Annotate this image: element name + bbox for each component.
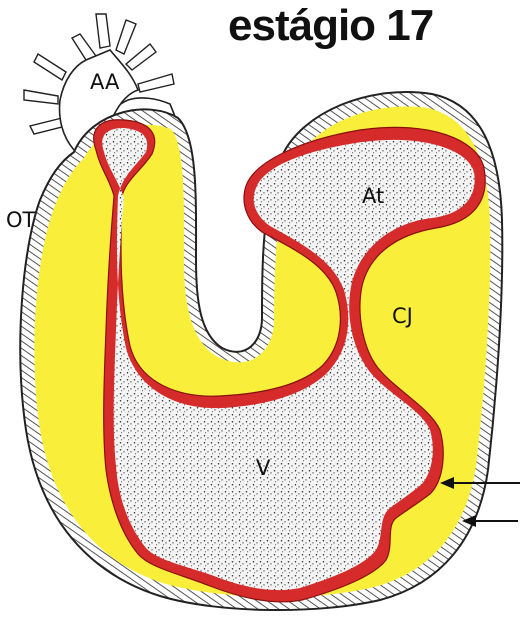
label-cj: CJ bbox=[392, 306, 413, 327]
label-aa: AA bbox=[90, 72, 119, 93]
label-v: V bbox=[256, 458, 270, 479]
label-at: At bbox=[362, 186, 384, 207]
label-ot: OT bbox=[6, 210, 35, 231]
stage-title: estágio 17 bbox=[228, 4, 433, 48]
